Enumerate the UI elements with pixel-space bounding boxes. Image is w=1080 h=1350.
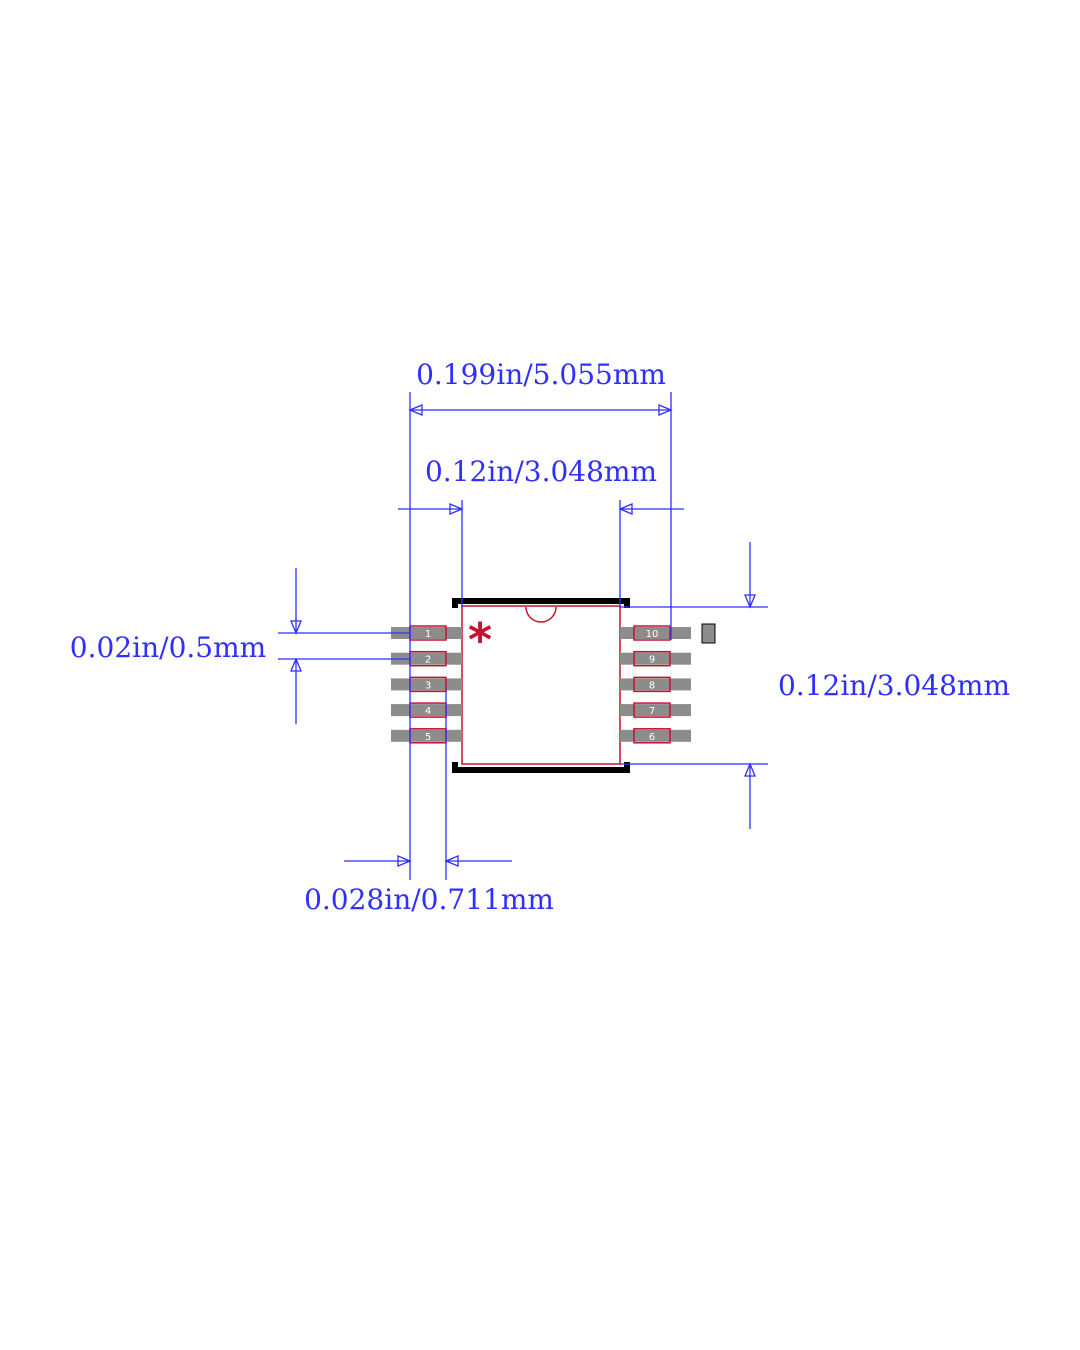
pad-lead <box>391 678 462 691</box>
silkscreen-bottom <box>452 762 630 773</box>
pad-number: 2 <box>425 655 431 666</box>
pad-lead <box>620 729 691 742</box>
silkscreen-top <box>452 598 630 608</box>
dim-pitch-label: 0.02in/0.5mm <box>70 631 266 664</box>
dimension-lines <box>278 392 768 880</box>
pad-number: 6 <box>649 732 655 743</box>
reference-mark <box>701 623 716 644</box>
pad-1: 1 <box>391 625 462 641</box>
pad-10: 10 <box>620 625 691 641</box>
pad-number: 9 <box>649 655 655 666</box>
right-pads: 10 9 8 7 6 <box>620 625 691 744</box>
pad-number: 10 <box>646 629 659 640</box>
pad-8: 8 <box>620 676 691 693</box>
pad-land <box>633 676 671 693</box>
pad-number: 5 <box>425 732 431 743</box>
dim-body-height-label: 0.12in/3.048mm <box>778 669 1010 702</box>
pad-lead <box>620 627 691 639</box>
pad-6: 6 <box>620 728 691 744</box>
pad-7: 7 <box>620 702 691 718</box>
pad-5: 5 <box>391 728 462 744</box>
pad-land <box>633 702 671 718</box>
pad-lead <box>391 652 462 665</box>
pad-number: 8 <box>649 680 655 691</box>
pad-lead <box>620 652 691 665</box>
pad-4: 4 <box>391 702 462 718</box>
pad-lead <box>391 704 462 717</box>
pad-lead <box>391 627 462 639</box>
pad-number: 7 <box>649 706 655 717</box>
pad-land <box>633 625 671 641</box>
dim-pad-length-label: 0.028in/0.711mm <box>304 883 554 916</box>
pad-number: 1 <box>425 629 431 640</box>
pad-lead <box>620 704 691 717</box>
pad-land <box>633 650 671 667</box>
pin1-marker: * <box>468 613 492 667</box>
dim-overall-width-label: 0.199in/5.055mm <box>416 358 666 391</box>
pin1-notch <box>525 606 557 623</box>
dim-body-width-label: 0.12in/3.048mm <box>425 455 657 488</box>
component-outline: * <box>452 598 716 773</box>
pad-number: 4 <box>425 706 431 717</box>
pad-lead <box>391 729 462 742</box>
pad-land <box>633 728 671 744</box>
pad-number: 3 <box>425 680 431 691</box>
pad-lead <box>620 678 691 691</box>
left-pads: 1 2 3 4 5 <box>391 625 462 744</box>
pad-9: 9 <box>620 650 691 667</box>
pad-3: 3 <box>391 676 462 693</box>
